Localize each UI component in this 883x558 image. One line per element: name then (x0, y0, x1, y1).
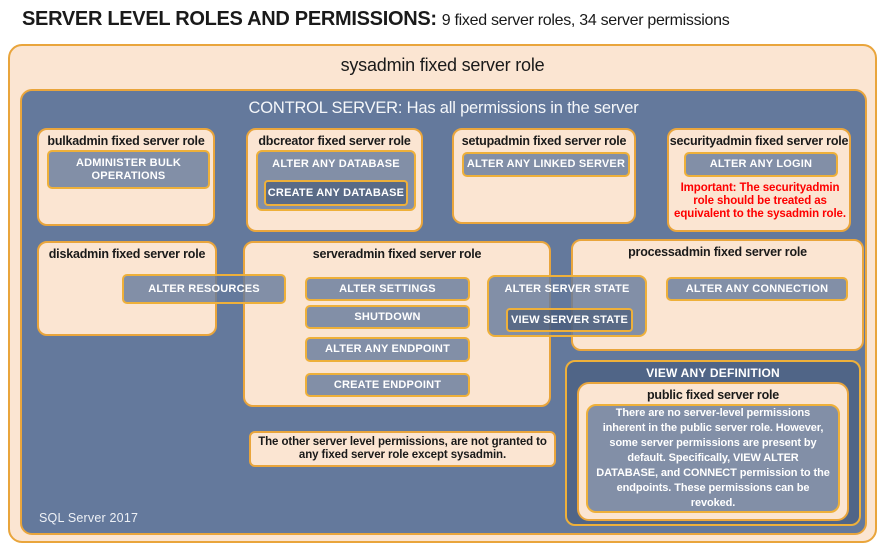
permission-create-any-database: CREATE ANY DATABASE (264, 180, 408, 206)
public-role-title: public fixed server role (646, 388, 780, 402)
serveradmin-role-title: serveradmin fixed server role (312, 247, 482, 261)
permission-alter-any-connection: ALTER ANY CONNECTION (666, 277, 848, 301)
public-role-description: There are no server-level permissions in… (586, 404, 840, 513)
setupadmin-role-title: setupadmin fixed server role (461, 134, 627, 148)
securityadmin-role-title: securityadmin fixed server role (669, 134, 849, 148)
page-title-sub: 9 fixed server roles, 34 server permissi… (441, 12, 730, 29)
permission-alter-server-state: ALTER SERVER STATE VIEW SERVER STATE (487, 275, 647, 337)
setupadmin-role-box: setupadmin fixed server role ALTER ANY L… (452, 128, 636, 224)
control-server-label: CONTROL SERVER: Has all permissions in t… (248, 99, 639, 117)
permission-alter-server-state-label: ALTER SERVER STATE (504, 283, 630, 295)
bulkadmin-role-title: bulkadmin fixed server role (47, 134, 205, 148)
view-any-definition-label: VIEW ANY DEFINITION (646, 366, 780, 380)
permission-alter-any-database-label: ALTER ANY DATABASE (272, 158, 400, 170)
permission-create-endpoint: CREATE ENDPOINT (305, 373, 470, 397)
dbcreator-role-title: dbcreator fixed server role (258, 134, 411, 148)
diskadmin-role-title: diskadmin fixed server role (48, 247, 206, 261)
view-any-definition-box: VIEW ANY DEFINITION public fixed server … (565, 360, 861, 526)
permission-alter-any-login: ALTER ANY LOGIN (684, 152, 838, 177)
dbcreator-role-box: dbcreator fixed server role ALTER ANY DA… (246, 128, 423, 232)
permission-alter-resources: ALTER RESOURCES (122, 274, 286, 304)
permission-alter-any-linked-server: ALTER ANY LINKED SERVER (462, 152, 630, 177)
permission-view-server-state: VIEW SERVER STATE (506, 308, 633, 332)
permission-alter-settings: ALTER SETTINGS (305, 277, 470, 301)
page-title-main: SERVER LEVEL ROLES AND PERMISSIONS: (22, 8, 437, 30)
other-permissions-note: The other server level permissions, are … (249, 431, 556, 467)
permission-administer-bulk-operations: ADMINISTER BULK OPERATIONS (47, 150, 210, 189)
sysadmin-role-box: sysadmin fixed server role CONTROL SERVE… (8, 44, 877, 543)
permission-alter-any-database: ALTER ANY DATABASE CREATE ANY DATABASE (256, 150, 416, 211)
public-role-box: public fixed server role There are no se… (577, 382, 849, 521)
sysadmin-role-label: sysadmin fixed server role (340, 55, 545, 75)
securityadmin-warning-note: Important: The securityadmin role should… (674, 182, 846, 220)
permission-shutdown: SHUTDOWN (305, 305, 470, 329)
processadmin-role-title: processadmin fixed server role (628, 245, 807, 259)
sql-server-version-label: SQL Server 2017 (39, 511, 139, 525)
securityadmin-role-box: securityadmin fixed server role ALTER AN… (667, 128, 851, 232)
page-title: SERVER LEVEL ROLES AND PERMISSIONS:9 fix… (22, 8, 862, 31)
permission-alter-any-endpoint: ALTER ANY ENDPOINT (305, 337, 470, 362)
bulkadmin-role-box: bulkadmin fixed server role ADMINISTER B… (37, 128, 215, 226)
control-server-box: CONTROL SERVER: Has all permissions in t… (20, 89, 867, 535)
